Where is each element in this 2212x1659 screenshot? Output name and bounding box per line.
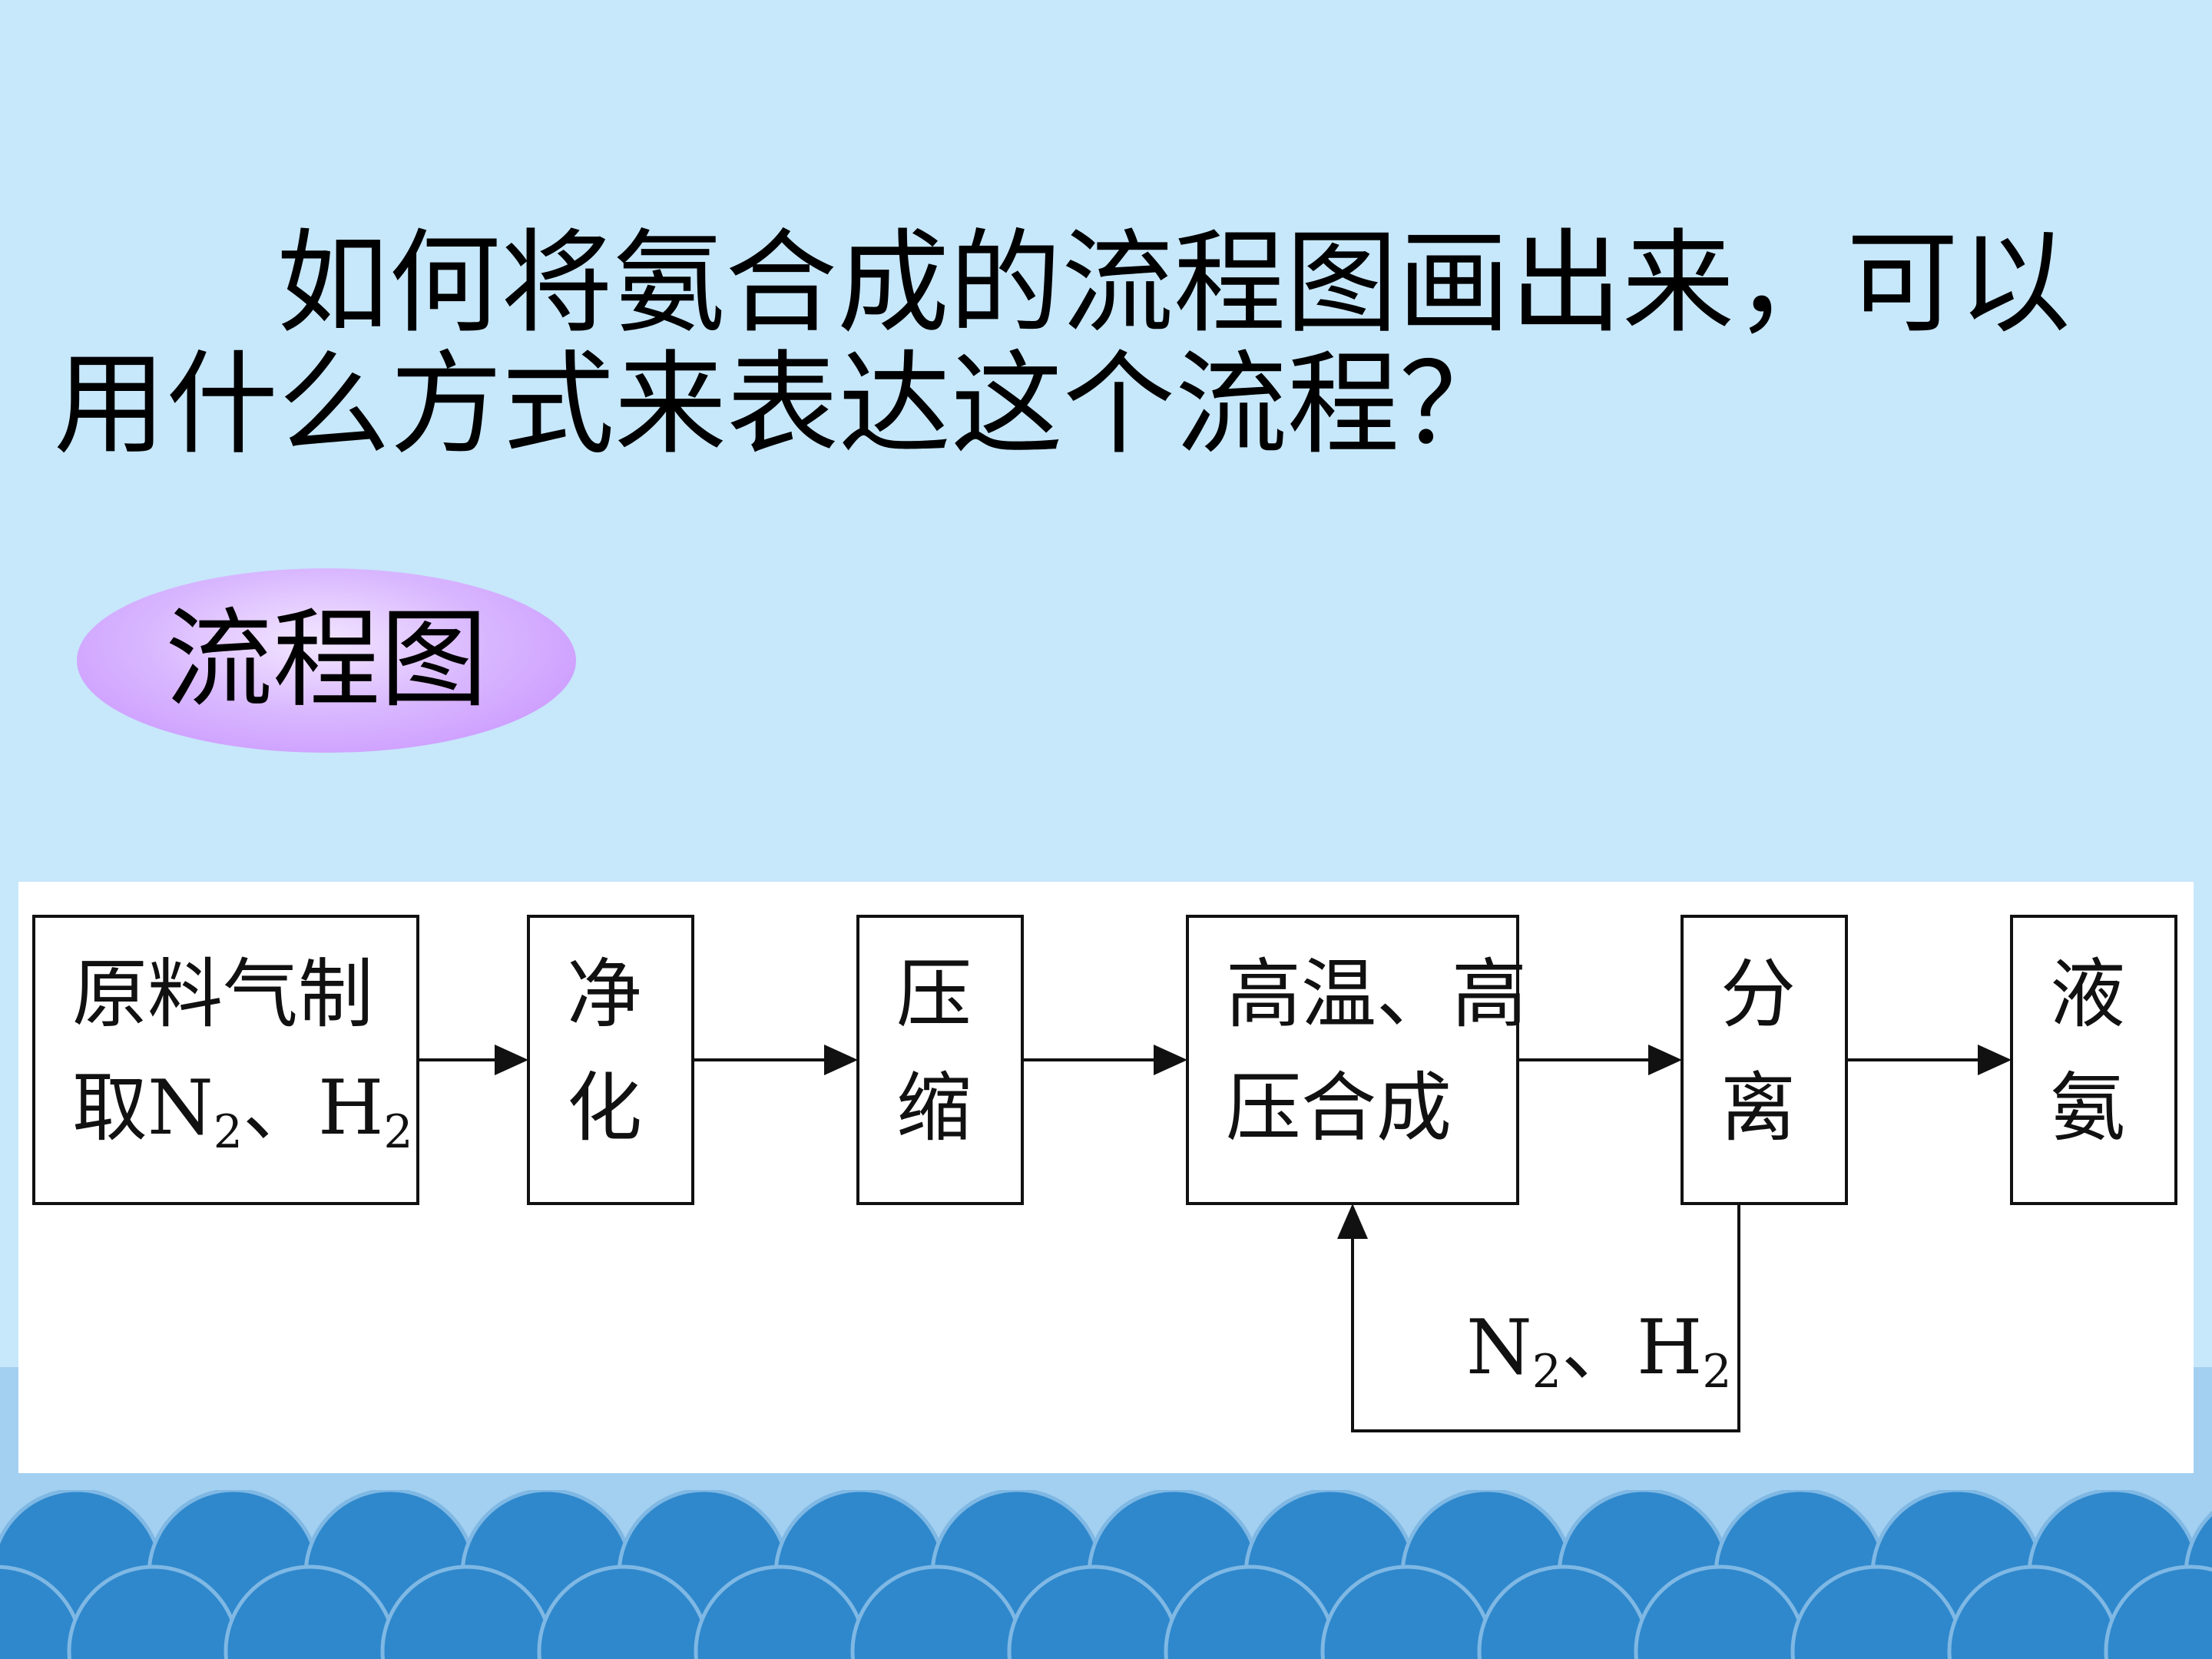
flow-node-label: 缩	[896, 1065, 972, 1152]
flow-node-label: 液	[2050, 951, 2125, 1038]
flow-node-label: 氨	[2050, 1065, 2125, 1152]
flow-arrowhead	[824, 1045, 858, 1075]
flow-node-box	[1186, 915, 1519, 1205]
flow-node-separate: 分离	[1681, 915, 1848, 1205]
flowchart-badge: 流程图	[77, 568, 576, 753]
recycle-line	[1351, 1204, 1740, 1432]
flow-node-label: 离	[1720, 1065, 1796, 1152]
flow-arrowhead	[1154, 1045, 1187, 1075]
flow-node-box	[2010, 915, 2177, 1205]
recycle-arrowhead	[1337, 1204, 1368, 1239]
wave-scallop	[2104, 1565, 2212, 1659]
flow-node-compress: 压缩	[856, 915, 1024, 1205]
flow-arrowhead	[495, 1045, 528, 1075]
flow-node-label: 取N2、H2	[72, 1065, 413, 1159]
flow-node-purify: 净化	[527, 915, 694, 1205]
flow-node-box	[32, 915, 419, 1205]
flow-node-liquid-ammonia: 液氨	[2010, 915, 2177, 1205]
slide-question: 如何将氨合成的流程图画出来，可以用什么方式来表达这个流程？	[54, 218, 2071, 470]
flow-node-label: 分	[1720, 951, 1796, 1038]
flow-node-label: 高温、高	[1226, 951, 1527, 1038]
flow-node-label: 化	[567, 1065, 642, 1152]
flow-node-label: 压	[896, 951, 972, 1038]
flow-node-label: 原料气制	[72, 951, 373, 1038]
recycle-label: N2、H2	[1466, 1304, 1732, 1399]
flow-node-box	[527, 915, 694, 1205]
flow-node-label: 净	[567, 951, 642, 1038]
flow-arrowhead	[1648, 1045, 1682, 1075]
wave-decoration	[0, 1490, 2212, 1659]
flow-arrowhead	[1978, 1045, 2012, 1075]
flowchart-badge-label: 流程图	[164, 598, 488, 723]
flow-node-box	[856, 915, 1024, 1205]
flow-node-label: 压合成	[1226, 1065, 1452, 1152]
